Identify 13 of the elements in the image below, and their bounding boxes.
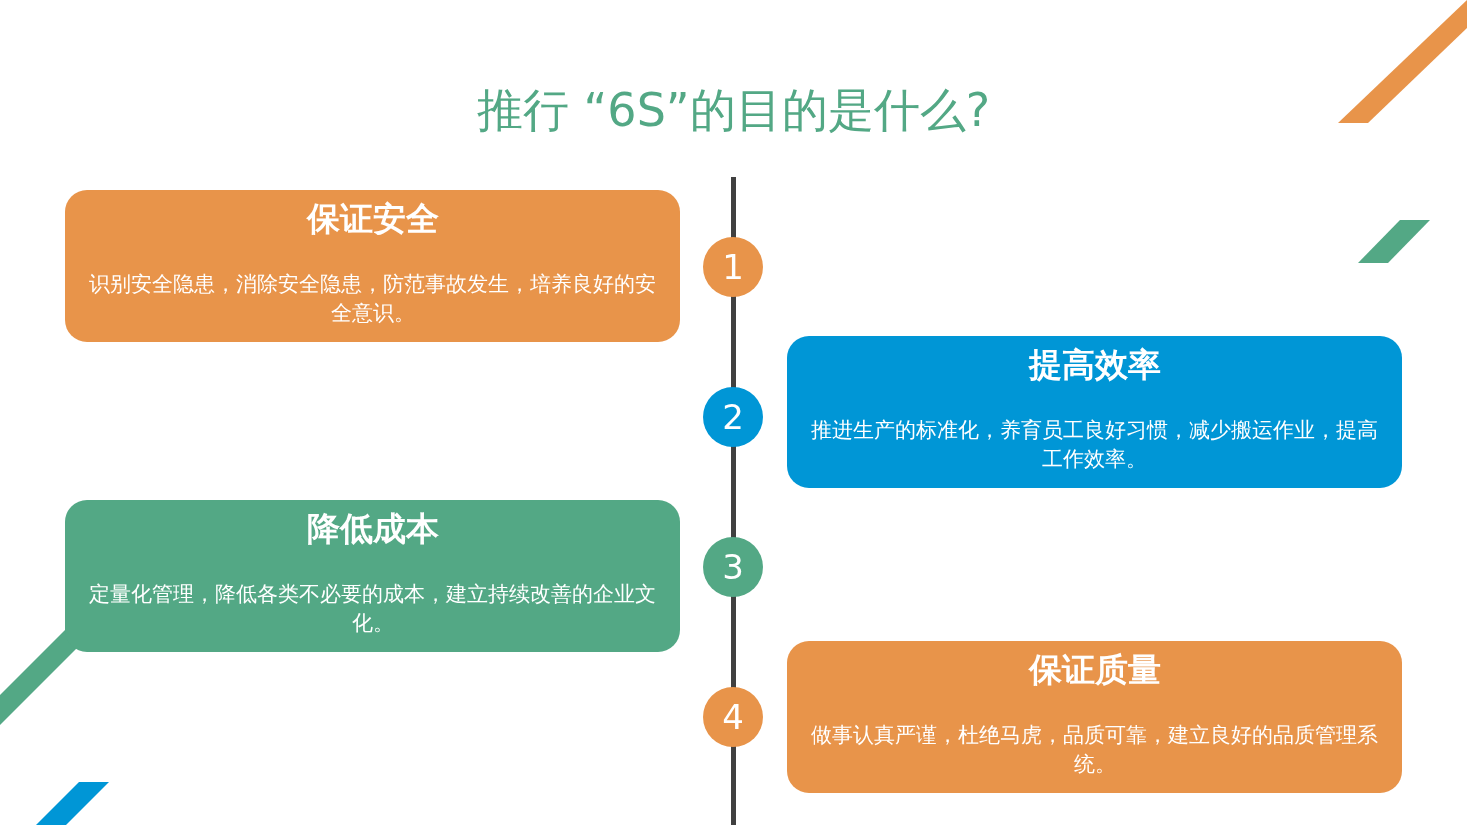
card-body: 识别安全隐患，消除安全隐患，防范事故发生，培养良好的安全意识。 xyxy=(89,271,656,327)
card xyxy=(787,641,1402,793)
card-body: 推进生产的标准化，养育员工良好习惯，减少搬运作业，提高工作效率。 xyxy=(811,417,1378,473)
card xyxy=(787,336,1402,488)
card-heading: 提高效率 xyxy=(1028,344,1161,386)
card xyxy=(65,190,680,342)
card-heading: 降低成本 xyxy=(306,508,439,550)
card xyxy=(65,500,680,652)
card-body: 做事认真严谨，杜绝马虎，品质可靠，建立良好的品质管理系统。 xyxy=(811,722,1378,778)
card-heading: 保证安全 xyxy=(306,198,439,240)
card-body: 定量化管理，降低各类不必要的成本，建立持续改善的企业文化。 xyxy=(89,581,656,637)
title: 推行 “6S”的目的是什么? xyxy=(475,82,992,139)
card-heading: 保证质量 xyxy=(1028,649,1161,691)
